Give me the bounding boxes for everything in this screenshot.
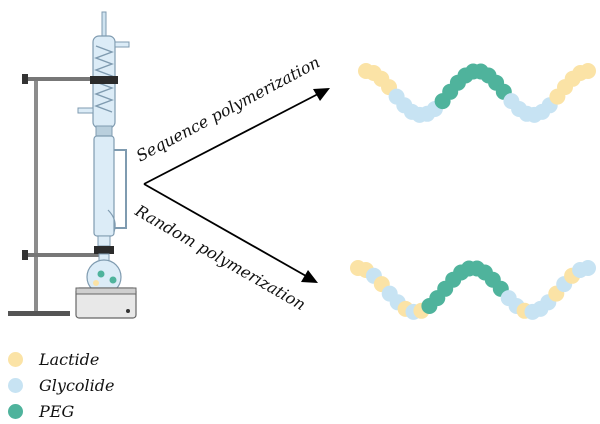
legend-item-glycolide: Glycolide: [8, 372, 114, 398]
reflux-condenser: [77, 11, 130, 129]
legend-item-peg: PEG: [8, 398, 114, 424]
sequence-arrow: [143, 88, 330, 185]
random-copolymer-chain: [350, 260, 596, 320]
soxhlet-extractor: [93, 125, 127, 263]
legend-label-peg: PEG: [39, 401, 75, 421]
legend-label-glycolide: Glycolide: [39, 375, 115, 395]
glycolide-swatch: [8, 377, 23, 393]
random-polymerization-label: Random polymerization: [131, 201, 309, 315]
legend: Lactide Glycolide PEG: [8, 346, 114, 424]
random-arrow: [143, 183, 318, 283]
peg-swatch: [8, 403, 23, 419]
sequence-polymerization-label: Sequence polymerization: [133, 52, 323, 165]
heating-mantle: [75, 287, 137, 319]
lactide-swatch: [8, 351, 23, 367]
legend-label-lactide: Lactide: [39, 349, 100, 369]
lactide-bead: [580, 63, 596, 79]
glycolide-bead: [580, 260, 596, 276]
sequence-copolymer-chain: [358, 63, 596, 123]
legend-item-lactide: Lactide: [8, 346, 114, 372]
ring-stand: [8, 74, 106, 316]
